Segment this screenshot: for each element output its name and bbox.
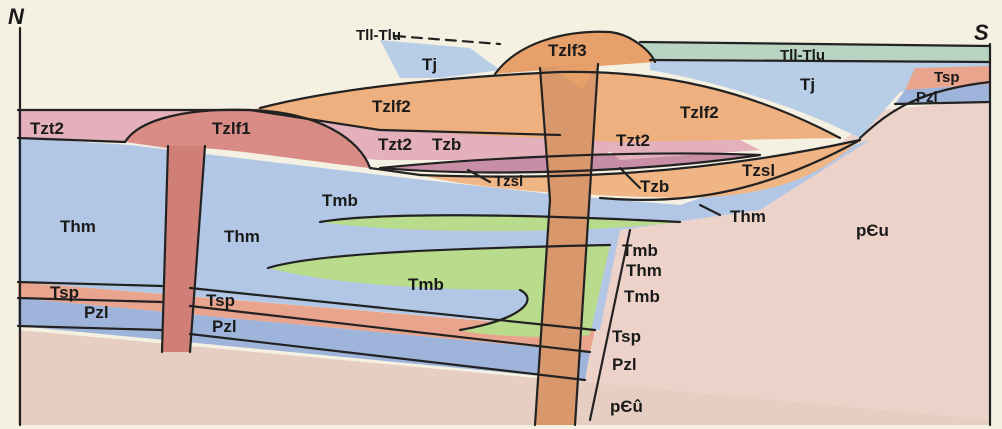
label-pzl-left: Pzl xyxy=(84,303,109,322)
north-label: N xyxy=(8,4,25,29)
label-tzt2-far-left: Tzt2 xyxy=(30,119,64,138)
south-label: S xyxy=(974,20,989,45)
label-tzb-right: Tzb xyxy=(640,177,669,196)
label-tj-left: Tj xyxy=(422,55,437,74)
label-tzlf2-right: Tzlf2 xyxy=(680,103,719,122)
label-thm-right: Thm xyxy=(730,207,766,226)
label-tzsl-right: Tzsl xyxy=(742,161,775,180)
label-tll-tlu-top: Tll-Tlu xyxy=(356,27,401,44)
label-pzl-fault: Pzl xyxy=(612,355,637,374)
label-tmb-upper: Tmb xyxy=(322,191,358,210)
label-pcu-fault: pЄû xyxy=(610,397,643,416)
label-tmb-fault-1: Tmb xyxy=(622,241,658,260)
label-pzl-center: Pzl xyxy=(212,317,237,336)
label-tzt2-mid: Tzt2 xyxy=(378,135,412,154)
label-tzlf3: Tzlf3 xyxy=(548,41,587,60)
label-pcu-right: pЄu xyxy=(856,221,889,240)
label-tmb-fault-2: Tmb xyxy=(624,287,660,306)
label-tzsl-mid: Tzsl xyxy=(494,173,523,190)
label-tzt2-right: Tzt2 xyxy=(616,131,650,150)
label-thm-center: Thm xyxy=(224,227,260,246)
label-pzl-far-right: Pzl xyxy=(916,89,938,106)
label-thm-fault: Thm xyxy=(626,261,662,280)
label-tsp-left: Tsp xyxy=(50,283,79,302)
label-tzlf2-left: Tzlf2 xyxy=(372,97,411,116)
label-tsp-far-right: Tsp xyxy=(934,69,960,86)
label-tll-tlu-right: Tll-Tlu xyxy=(780,47,825,64)
label-tj-right: Tj xyxy=(800,75,815,94)
label-tsp-fault: Tsp xyxy=(612,327,641,346)
label-thm-left: Thm xyxy=(60,217,96,236)
label-tsp-center: Tsp xyxy=(206,291,235,310)
label-tzlf1: Tzlf1 xyxy=(212,119,251,138)
label-tzb-mid: Tzb xyxy=(432,135,461,154)
label-tmb-lower: Tmb xyxy=(408,275,444,294)
